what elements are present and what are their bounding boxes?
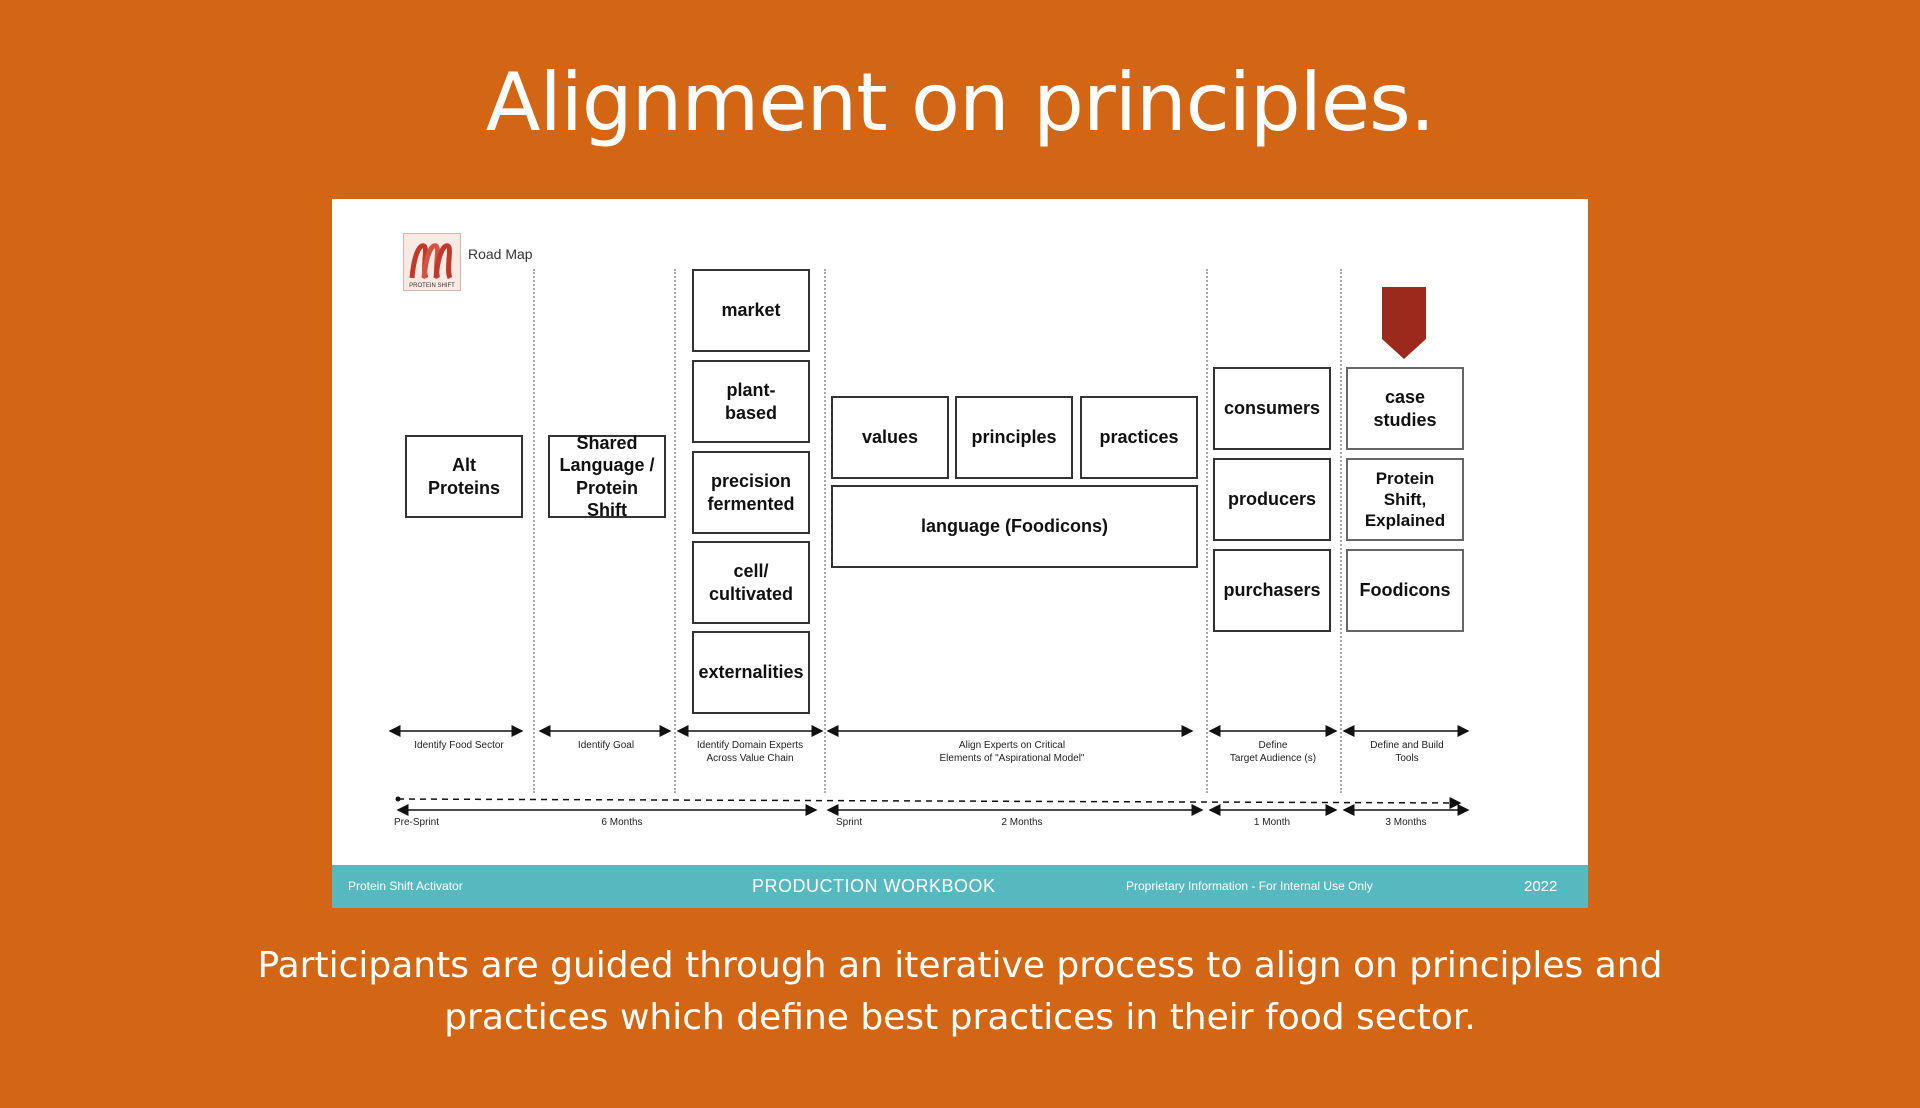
phase-label: Align Experts on Critical Elements of "A… [939, 740, 1085, 764]
svg-text:PROTEIN SHIFT: PROTEIN SHIFT [409, 283, 455, 289]
phase-label: Identify Domain Experts Across Value Cha… [696, 740, 804, 764]
timeline-arrows [388, 725, 1470, 816]
box-principles: principles [955, 396, 1073, 479]
phase-label: Define and Build Tools [1370, 740, 1444, 764]
time-label: 6 Months [601, 817, 643, 828]
box-practices: practices [1080, 396, 1198, 479]
time-label: 1 Month [1253, 817, 1291, 828]
down-arrow-marker-icon [1382, 287, 1426, 363]
box-purchasers: purchasers [1213, 549, 1331, 632]
box-precision-fermented: precision fermented [692, 451, 810, 534]
box-cell-cultivated: cell/ cultivated [692, 541, 810, 624]
box-shared-language: Shared Language / Protein Shift [548, 433, 666, 520]
box-externalities: externalities [692, 631, 810, 714]
box-foodicons: Foodicons [1346, 549, 1464, 632]
footer-notice: Proprietary Information - For Internal U… [1126, 879, 1373, 893]
phase-label: Identify Food Sector [414, 740, 504, 751]
column-divider [674, 269, 676, 793]
column-divider [533, 269, 535, 793]
time-label: 2 Months [1001, 817, 1043, 828]
page-title: Alignment on principles. [485, 56, 1436, 149]
column-divider [824, 269, 826, 793]
box-market: market [692, 269, 810, 352]
box-language-foodicons: language (Foodicons) [831, 485, 1198, 568]
phase-label: Identify Goal [577, 740, 635, 751]
caption-text: Participants are guided through an itera… [257, 945, 1663, 1038]
time-label: Pre-Sprint [394, 817, 440, 828]
box-producers: producers [1213, 458, 1331, 541]
footer-year: 2022 [1524, 878, 1558, 895]
timeline-dashed-arrow [397, 796, 1462, 809]
roadmap-slide: PROTEIN SHIFT Road Map Alt Proteins Shar… [332, 199, 1588, 908]
box-values: values [831, 396, 949, 479]
protein-shift-logo-icon: PROTEIN SHIFT [403, 233, 461, 291]
footer-left-text: Protein Shift Activator [348, 879, 463, 893]
slide-footer: Protein Shift Activator PRODUCTION WORKB… [332, 865, 1588, 908]
footer-title: PRODUCTION WORKBOOK [752, 876, 996, 896]
box-plant-based: plant- based [692, 360, 810, 443]
box-case-studies: case studies [1346, 367, 1464, 450]
column-divider [1340, 269, 1342, 793]
box-protein-shift-explained: Protein Shift, Explained [1346, 458, 1464, 541]
time-label: Sprint [836, 817, 863, 828]
roadmap-label: Road Map [468, 246, 533, 262]
box-consumers: consumers [1213, 367, 1331, 450]
time-label: 3 Months [1385, 817, 1427, 828]
column-divider [1206, 269, 1208, 793]
phase-label: Define Target Audience (s) [1229, 740, 1317, 764]
box-alt-proteins: Alt Proteins [405, 435, 523, 518]
